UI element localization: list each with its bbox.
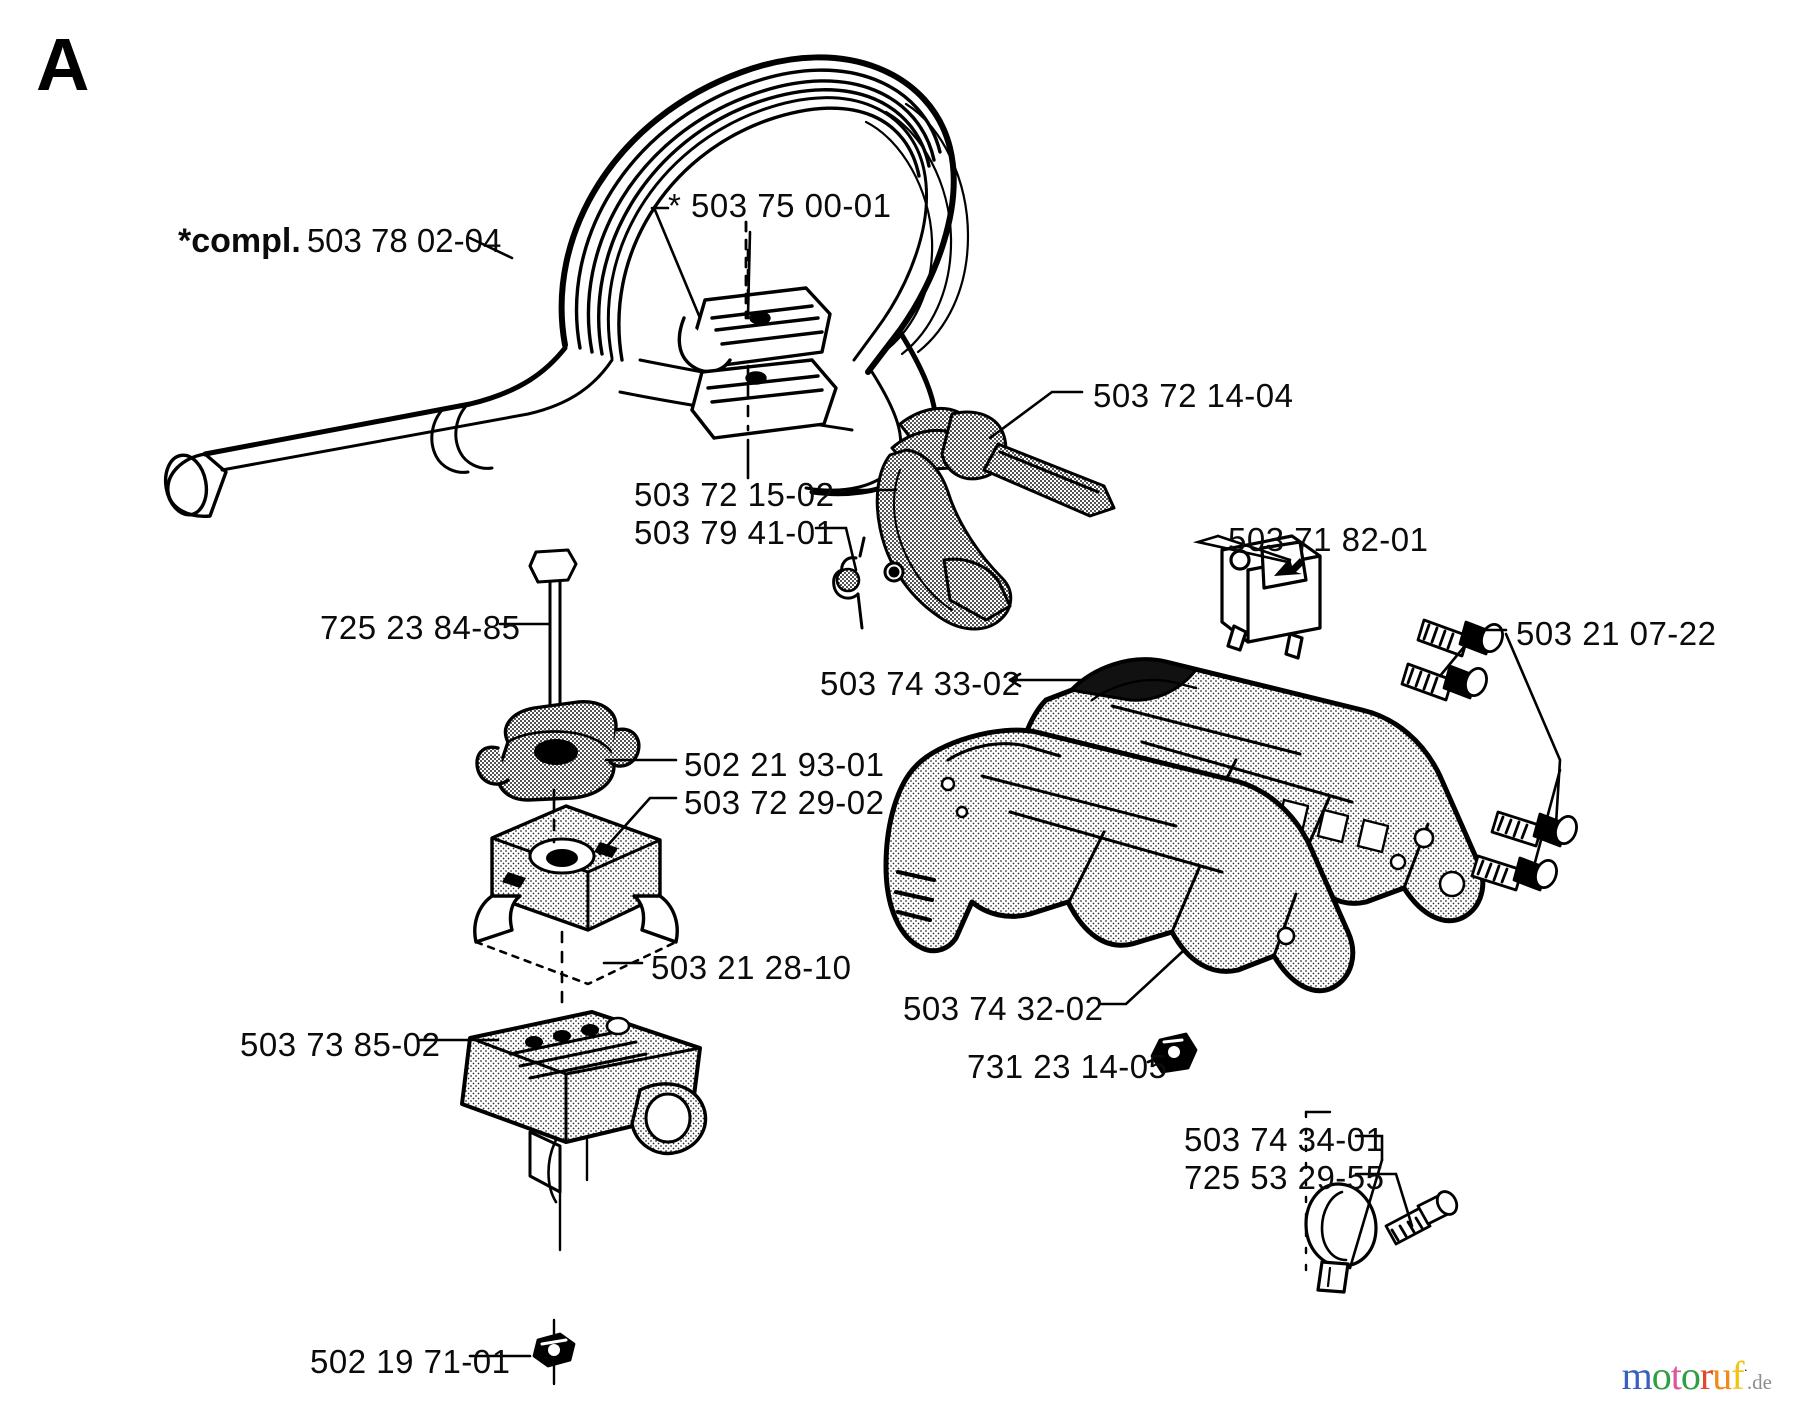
watermark-letter-3: o bbox=[1680, 1353, 1701, 1398]
plate-letter: A bbox=[36, 23, 90, 106]
part-label-clamp-plate: 503 72 29-02 bbox=[684, 784, 885, 821]
part-label-carriage-bolt: 725 23 84-85 bbox=[320, 609, 521, 646]
part-label-handle-housing-lower: 503 74 32-02 bbox=[903, 990, 1104, 1027]
watermark-letter-2: t bbox=[1670, 1353, 1682, 1398]
part-label-stop-switch: 503 71 82-01 bbox=[1228, 521, 1429, 558]
watermark-letters: motoruf bbox=[1621, 1353, 1745, 1398]
compl-prefix: *compl. bbox=[178, 222, 301, 260]
part-label-lock-lever: 503 79 41-01 bbox=[634, 514, 835, 551]
part-label-bottom-nut: 502 19 71-01 bbox=[310, 1343, 511, 1380]
part-label-throttle-trigger: 503 72 14-04 bbox=[1093, 377, 1294, 414]
watermark-letter-1: o bbox=[1651, 1353, 1672, 1398]
part-label-knob: 502 21 93-01 bbox=[684, 746, 885, 783]
watermark-suffix: .de bbox=[1746, 1370, 1772, 1394]
watermark-letter-5: u bbox=[1712, 1353, 1732, 1398]
compl-part-number: 503 78 02-04 bbox=[306, 222, 502, 259]
part-label-housing-screws: 503 21 07-22 bbox=[1516, 615, 1717, 652]
part-label-clamp-screw: 725 53 29-55 bbox=[1184, 1159, 1385, 1196]
watermark-dot: · bbox=[1743, 1362, 1748, 1378]
part-label-housing-nut: 731 23 14-05 bbox=[967, 1048, 1168, 1085]
part-label-handle-bar-clamp: * 503 75 00-01 bbox=[668, 187, 892, 224]
part-label-handle-housing-upper: 503 74 33-02 bbox=[820, 665, 1021, 702]
watermark-letter-6: f bbox=[1731, 1353, 1744, 1398]
part-label-plate-screw: 503 21 28-10 bbox=[651, 949, 852, 986]
watermark-letter-4: r bbox=[1699, 1353, 1713, 1398]
part-label-throttle-lever: 503 72 15-02 bbox=[634, 476, 835, 513]
complete-assembly-label: *compl.503 78 02-04 bbox=[178, 222, 501, 261]
part-label-cable-clamp: 503 74 34-01 bbox=[1184, 1121, 1385, 1158]
watermark-letter-0: m bbox=[1621, 1353, 1653, 1398]
part-label-lower-bracket: 503 73 85-02 bbox=[240, 1026, 441, 1063]
site-watermark: motoruf·.de bbox=[1622, 1352, 1772, 1399]
